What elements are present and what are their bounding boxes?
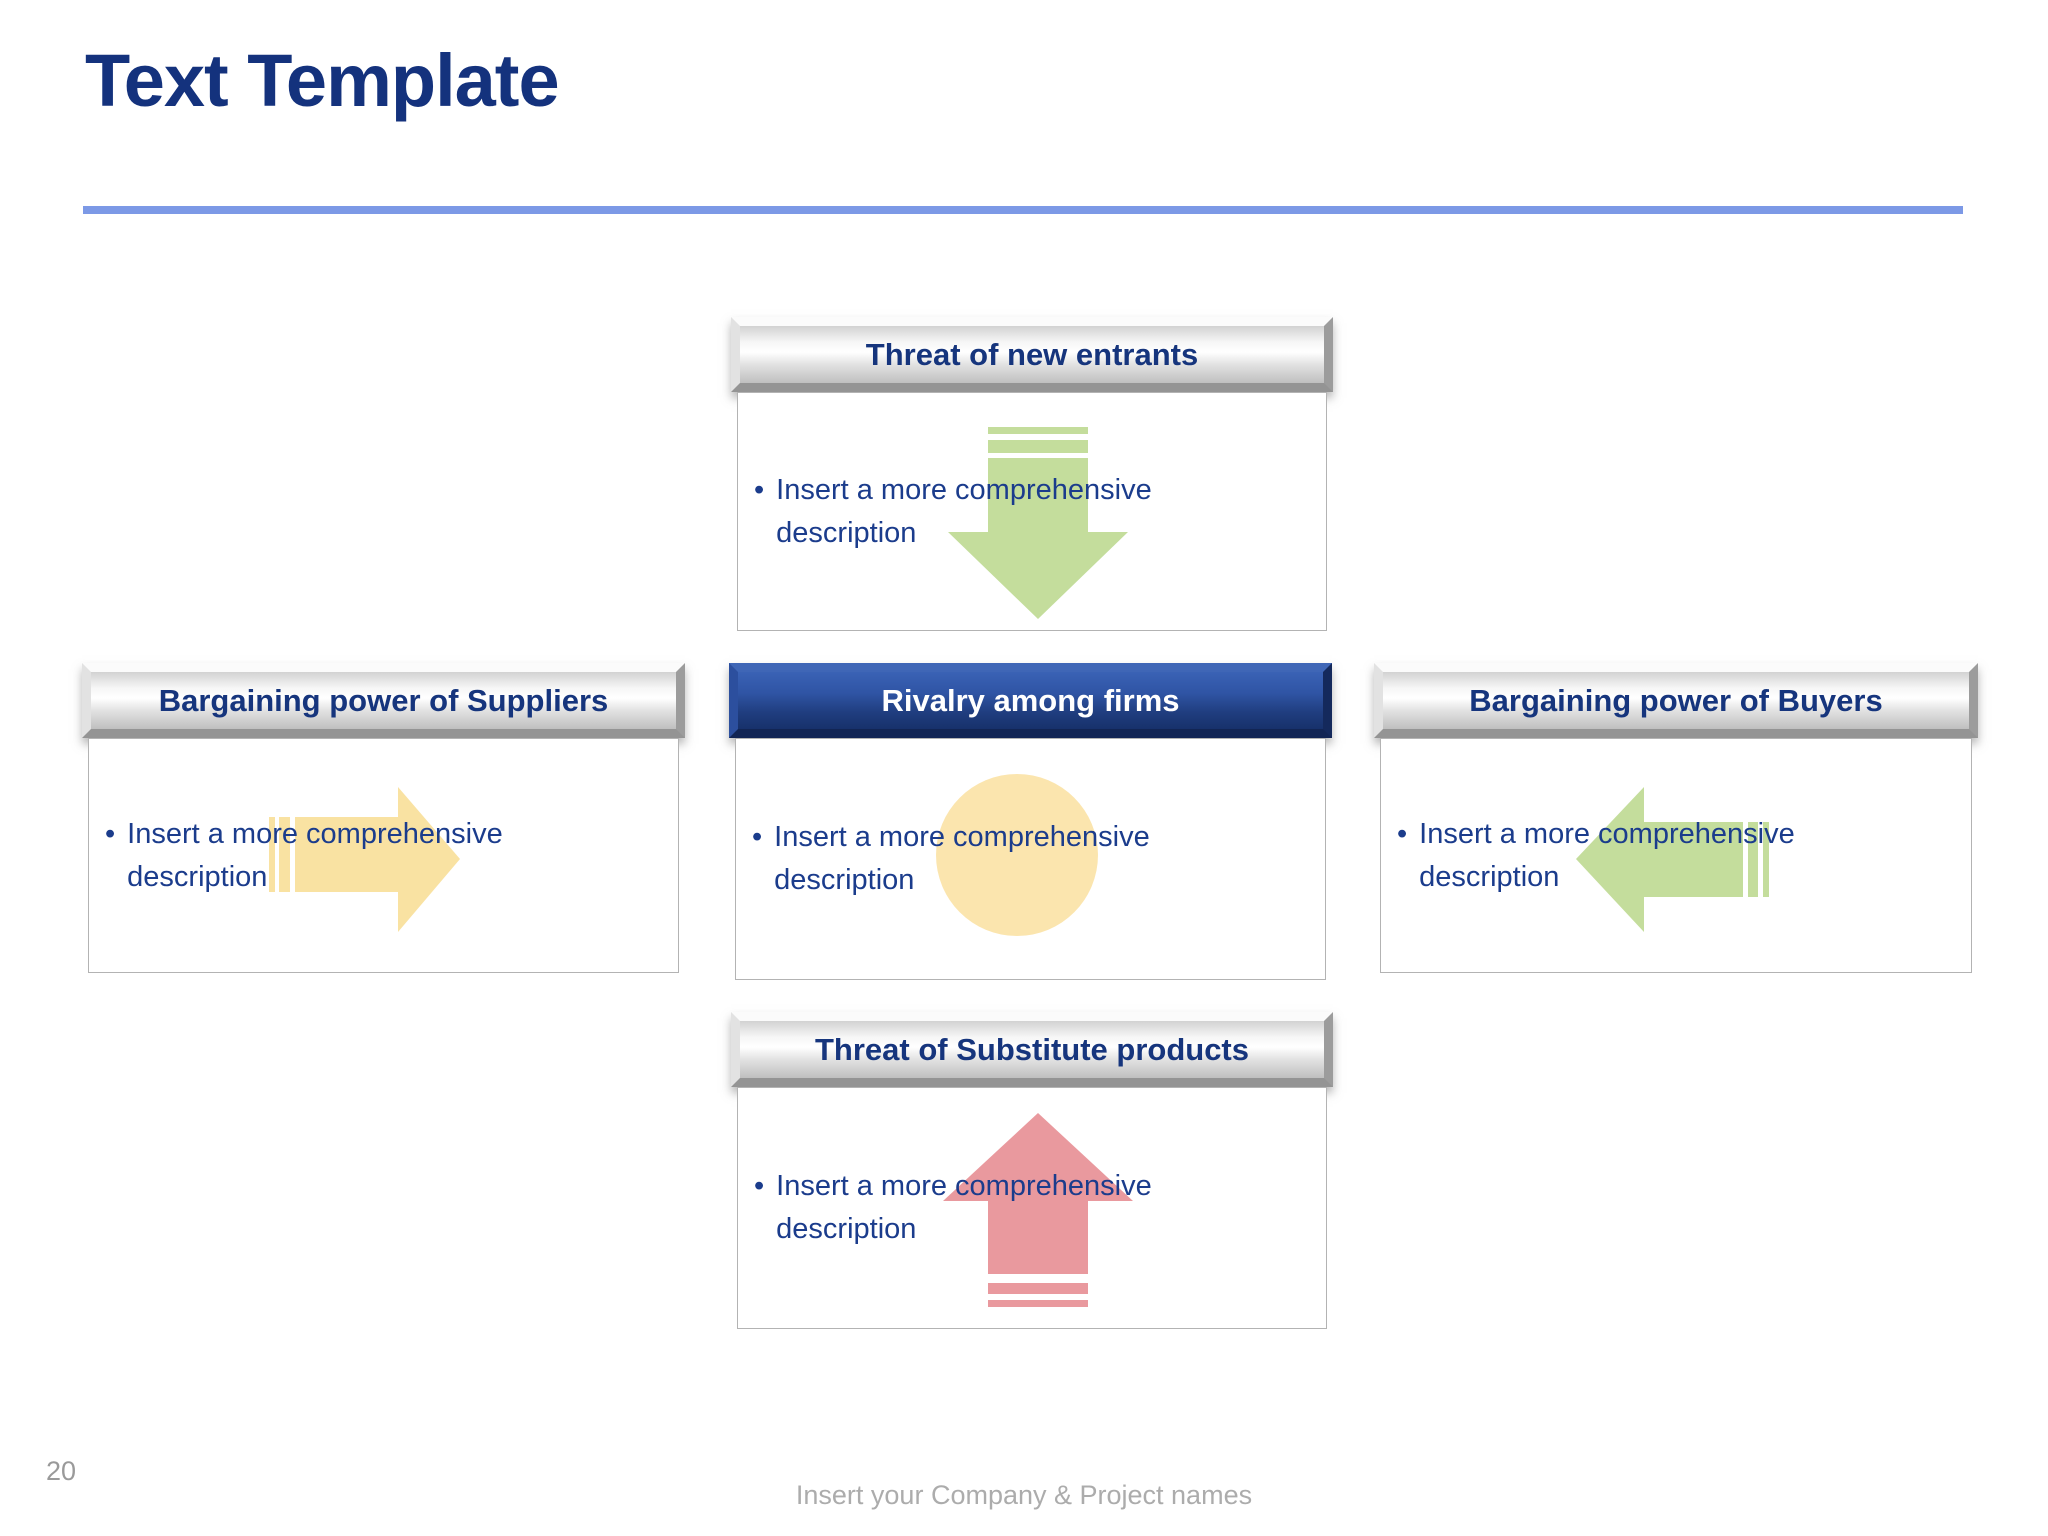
bullet-marker: • [752,821,763,854]
left-arrow-icon [1576,787,1769,932]
force-box-title: Threat of Substitute products [815,1031,1249,1067]
bullet-marker: • [1397,817,1408,850]
bullet-text: Insert a more comprehensive description [776,473,1152,549]
bullet-marker: • [105,817,116,850]
footer-placeholder: Insert your Company & Project names [795,1480,1253,1510]
title-accent-line [83,206,1963,214]
force-box-header: Bargaining power of Suppliers [82,663,685,738]
force-box-body: • Insert a more comprehensive descriptio… [735,738,1326,980]
bullet-item: • Insert a more comprehensive descriptio… [1381,813,1795,899]
down-arrow-icon [948,427,1128,619]
bullet-text: Insert a more comprehensive description [127,817,503,893]
force-box-header: Threat of Substitute products [731,1012,1333,1087]
force-box-header: Threat of new entrants [731,317,1333,392]
force-box-title: Bargaining power of Buyers [1469,682,1883,718]
force-box-title: Bargaining power of Suppliers [158,682,609,718]
force-box-buyers: Bargaining power of Buyers • Insert a mo… [1374,663,1978,973]
force-box-title: Threat of new entrants [865,336,1199,372]
circle-shape [936,774,1098,936]
right-arrow-icon [269,787,460,932]
force-box-body: • Insert a more comprehensive descriptio… [88,738,679,973]
bullet-item: • Insert a more comprehensive descriptio… [738,1165,1152,1251]
bullet-item: • Insert a more comprehensive descriptio… [89,813,503,899]
force-box-body: • Insert a more comprehensive descriptio… [737,392,1327,631]
force-box-header: Rivalry among firms [729,663,1332,738]
force-box-new-entrants: Threat of new entrants • Insert a more c… [731,317,1333,631]
up-arrow-icon [943,1113,1133,1307]
bullet-item: • Insert a more comprehensive descriptio… [738,469,1152,555]
force-box-rivalry: Rivalry among firms • Insert a more comp… [729,663,1332,980]
bullet-text: Insert a more comprehensive description [776,1170,1152,1245]
page-title: Text Template [85,39,560,122]
bullet-marker: • [754,1170,765,1203]
force-box-title: Rivalry among firms [881,682,1180,718]
force-box-substitutes: Threat of Substitute products • Insert a… [731,1012,1333,1329]
bullet-marker: • [754,473,765,506]
page-number: 20 [46,1456,77,1486]
force-box-suppliers: Bargaining power of Suppliers • Insert a… [82,663,685,973]
bullet-text: Insert a more comprehensive description [774,821,1150,896]
force-box-body: • Insert a more comprehensive descriptio… [737,1087,1327,1329]
bullet-text: Insert a more comprehensive description [1419,817,1795,893]
force-box-header: Bargaining power of Buyers [1374,663,1978,738]
bullet-item: • Insert a more comprehensive descriptio… [736,816,1150,902]
force-box-body: • Insert a more comprehensive descriptio… [1380,738,1972,973]
